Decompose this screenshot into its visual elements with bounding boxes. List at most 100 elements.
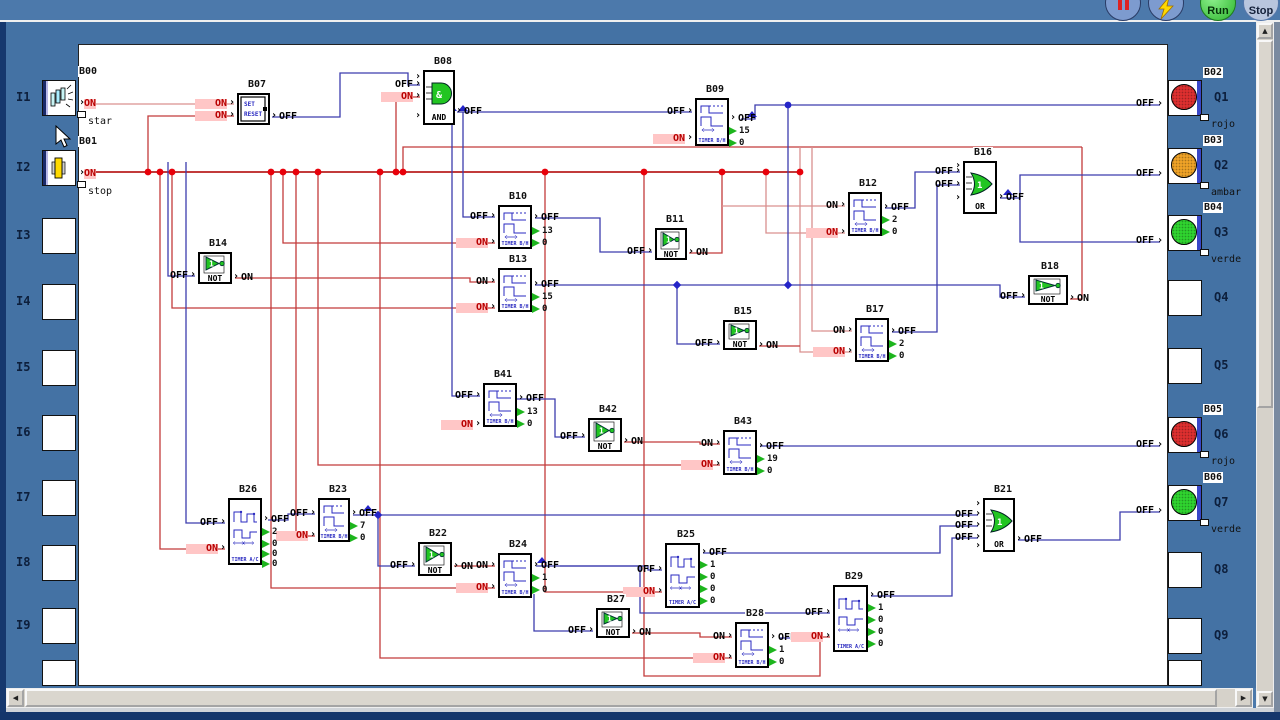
input-box-I8[interactable] [42, 545, 76, 581]
block-B23[interactable]: TIMER B/H [318, 498, 350, 542]
param-arrow-icon [517, 408, 525, 416]
output-label-Q4: Q4 [1214, 290, 1229, 304]
param-arrow-icon [700, 597, 708, 605]
block-B09-output-state: OFF [738, 113, 757, 124]
terminal-pad [1200, 451, 1209, 458]
scroll-up-button[interactable]: ▲ [1257, 23, 1273, 39]
block-B26-param-1: 2 [272, 527, 278, 537]
output-box-Q4[interactable] [1168, 280, 1202, 316]
block-B21-input-state-3: OFF [954, 532, 973, 543]
block-B09-param-2: 0 [739, 138, 745, 148]
block-id-B13: B13 [508, 254, 529, 265]
horizontal-scrollbar[interactable]: ◀ ▶ [6, 688, 1253, 708]
block-B12[interactable]: TIMER B/H [848, 192, 882, 236]
param-arrow-icon [868, 616, 876, 624]
block-B08[interactable]: &AND [423, 70, 455, 125]
svg-text:TIMER B/H: TIMER B/H [501, 304, 528, 310]
block-B13-param-1: 15 [542, 292, 553, 302]
block-B29-param-1: 1 [878, 603, 884, 613]
horizontal-scroll-thumb[interactable] [25, 689, 1217, 707]
param-arrow-icon [532, 293, 540, 301]
block-B24[interactable]: TIMER B/H [498, 553, 532, 598]
output-box-Q5[interactable] [1168, 348, 1202, 384]
block-id-B03: B03 [1203, 135, 1224, 146]
block-B26[interactable]: TIMER A/C [228, 498, 262, 565]
input-box-I3[interactable] [42, 218, 76, 254]
output-Q2-name: ambar [1211, 187, 1242, 198]
input-box-I7[interactable] [42, 480, 76, 516]
output-box-Q8[interactable] [1168, 552, 1202, 588]
block-B17[interactable]: TIMER B/H [855, 318, 889, 362]
run-button[interactable]: Run [1200, 0, 1236, 21]
output-accent-strip [1197, 149, 1201, 183]
block-id-B25: B25 [676, 529, 697, 540]
block-B09[interactable]: TIMER B/H [695, 98, 729, 146]
stop-button-label: Stop [1248, 5, 1274, 17]
block-B18-input-state-1: OFF [999, 291, 1018, 302]
block-B16-input-state-2: OFF [934, 179, 953, 190]
input-box-I9[interactable] [42, 608, 76, 644]
input-box-I5[interactable] [42, 350, 76, 386]
block-B24-param-2: 0 [542, 585, 548, 595]
scroll-right-button[interactable]: ▶ [1235, 689, 1252, 707]
scroll-down-button[interactable]: ▼ [1257, 691, 1273, 707]
block-B43-input-state-2: ON [681, 460, 713, 470]
pause-button[interactable] [1105, 0, 1141, 21]
block-B18-output-state: ON [1077, 293, 1090, 304]
stop-button[interactable]: Stop [1243, 0, 1279, 21]
block-B43[interactable]: TIMER B/H [723, 430, 757, 475]
param-arrow-icon [532, 305, 540, 313]
simulate-button[interactable] [1148, 0, 1184, 21]
vertical-scroll-thumb[interactable] [1257, 40, 1273, 408]
scroll-left-button[interactable]: ◀ [7, 689, 24, 707]
block-id-B11: B11 [665, 214, 686, 225]
input-box-I6[interactable] [42, 415, 76, 451]
output-Q6-name: rojo [1211, 456, 1236, 467]
block-B08-output-state: OFF [464, 106, 483, 117]
pushbutton-icon[interactable] [42, 150, 76, 186]
output-box-Q9[interactable] [1168, 618, 1202, 654]
block-B13[interactable]: TIMER B/H [498, 268, 532, 312]
svg-text:RESET: RESET [244, 111, 262, 118]
input-label-I7: I7 [16, 490, 31, 504]
block-B21-input-state-1: OFF [954, 509, 973, 520]
block-B25-param-4: 0 [710, 596, 716, 606]
block-B41-param-2: 0 [527, 419, 533, 429]
input-box-partial[interactable] [42, 660, 76, 686]
vertical-scrollbar[interactable]: ▲ ▼ [1256, 22, 1274, 708]
block-B25[interactable]: TIMER A/C [665, 543, 700, 608]
output-box-partial[interactable] [1168, 660, 1202, 686]
output-stub-icon: › [263, 513, 270, 524]
block-id-B16: B16 [973, 147, 994, 158]
block-B07-input-state-1: ON [195, 99, 227, 109]
block-id-B43: B43 [733, 416, 754, 427]
block-B25-input-state-2: ON [623, 587, 655, 597]
block-B41[interactable]: TIMER B/H [483, 383, 517, 427]
input-box-I4[interactable] [42, 284, 76, 320]
output-Q7-name: verde [1211, 524, 1242, 535]
block-B26-input-state-2: ON [186, 544, 218, 554]
input-stub-icon: › [727, 651, 734, 662]
block-B10[interactable]: TIMER B/H [498, 205, 532, 249]
block-B10-output-state: OFF [541, 212, 560, 223]
block-B28[interactable]: TIMER B/H [735, 622, 769, 668]
output-stub-icon: › [688, 246, 695, 257]
block-B42-output-state: ON [631, 436, 644, 447]
lamp-switch-icon[interactable] [42, 80, 76, 116]
input-stub-icon: › [490, 581, 497, 592]
input-stub-icon: › [687, 105, 694, 116]
block-B09-input-state-1: OFF [666, 106, 685, 117]
block-id-B09: B09 [705, 84, 726, 95]
param-arrow-icon [532, 586, 540, 594]
block-B29[interactable]: TIMER A/C [833, 585, 868, 652]
